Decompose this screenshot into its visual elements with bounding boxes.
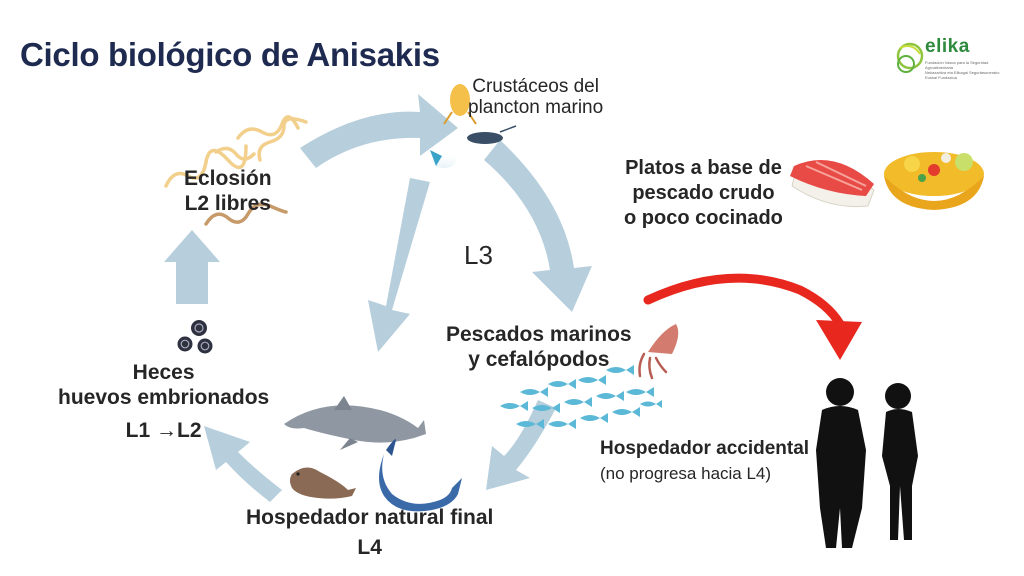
label-eggs-line-1: Heces bbox=[132, 361, 195, 384]
elika-logo: elika Fundación Vasca para la Seguridad … bbox=[893, 36, 1003, 84]
label-fish-line-2: y cefalópodos bbox=[468, 348, 610, 371]
seal-icon bbox=[290, 467, 356, 499]
arrow-final-host-to-eggs bbox=[204, 426, 282, 502]
whale-icon bbox=[379, 439, 462, 512]
page-title: Ciclo biológico de Anisakis bbox=[20, 36, 440, 73]
label-dishes-line-2: pescado crudo bbox=[632, 182, 775, 204]
label-plankton: Crustáceos del plancton marino bbox=[468, 76, 603, 118]
arrow-plankton-to-fish bbox=[484, 140, 592, 312]
arrow-fish-to-final-host bbox=[486, 400, 556, 490]
label-accidental-host: Hospedador accidental (no progresa hacia… bbox=[600, 436, 809, 486]
eggs-icon bbox=[177, 320, 213, 354]
label-final-host-line-1: Hospedador natural final bbox=[246, 506, 494, 529]
plankton-crustaceans-icon bbox=[430, 84, 517, 168]
label-eggs-line-3: L1 →L2 bbox=[125, 419, 202, 442]
logo-name: elika bbox=[925, 36, 970, 57]
dolphin-icon bbox=[284, 396, 426, 450]
people-silhouette-icon bbox=[816, 378, 918, 548]
larvae-icon bbox=[164, 115, 308, 188]
logo-tagline: Fundación Vasca para la Seguridad Agroal… bbox=[925, 60, 1003, 80]
squid-icon bbox=[638, 324, 679, 380]
arrow-eggs-to-eclosion bbox=[164, 230, 220, 304]
label-eggs-line-2: huevos embrionados bbox=[58, 386, 270, 409]
label-dishes-line-1: Platos a base de bbox=[625, 157, 782, 179]
arrow-plankton-to-final-host bbox=[368, 178, 430, 352]
label-eclosion: Eclosión L2 libres bbox=[184, 166, 272, 216]
logo-tagline-2: Nekazaritza eta Elikagai Segurtasunerako… bbox=[925, 70, 1000, 80]
sushi-icon bbox=[790, 160, 875, 208]
fish-school-icon bbox=[500, 365, 662, 429]
label-fish: Pescados marinos y cefalópodos bbox=[446, 322, 632, 372]
label-eclosion-line-1: Eclosión bbox=[184, 167, 272, 190]
arrow-to-humans-head bbox=[816, 320, 862, 360]
label-fish-line-1: Pescados marinos bbox=[446, 323, 632, 346]
label-accidental-host-line-2: (no progresa hacia L4) bbox=[600, 464, 772, 483]
label-eggs: Heces huevos embrionados L1 →L2 bbox=[58, 360, 269, 443]
label-plankton-line-1: Crustáceos del bbox=[472, 76, 599, 97]
arrow-to-humans bbox=[643, 273, 845, 329]
cycle-arrows bbox=[164, 94, 592, 502]
ceviche-bowl-icon bbox=[884, 152, 984, 210]
label-l3: L3 bbox=[464, 240, 493, 270]
label-dishes: Platos a base de pescado crudo o poco co… bbox=[624, 156, 783, 231]
larva-l2-icon bbox=[204, 202, 288, 226]
elika-logo-mark bbox=[896, 42, 924, 73]
logo-tagline-1: Fundación Vasca para la Seguridad Agroal… bbox=[925, 60, 989, 70]
label-accidental-host-line-1: Hospedador accidental bbox=[600, 438, 810, 459]
label-dishes-line-3: o poco cocinado bbox=[624, 207, 783, 229]
label-final-host: Hospedador natural final L4 bbox=[246, 505, 493, 560]
label-eclosion-line-2: L2 libres bbox=[184, 192, 271, 215]
arrow-eclosion-to-plankton bbox=[300, 94, 458, 168]
label-plankton-line-2: plancton marino bbox=[468, 97, 604, 118]
label-final-host-line-2: L4 bbox=[357, 536, 382, 559]
